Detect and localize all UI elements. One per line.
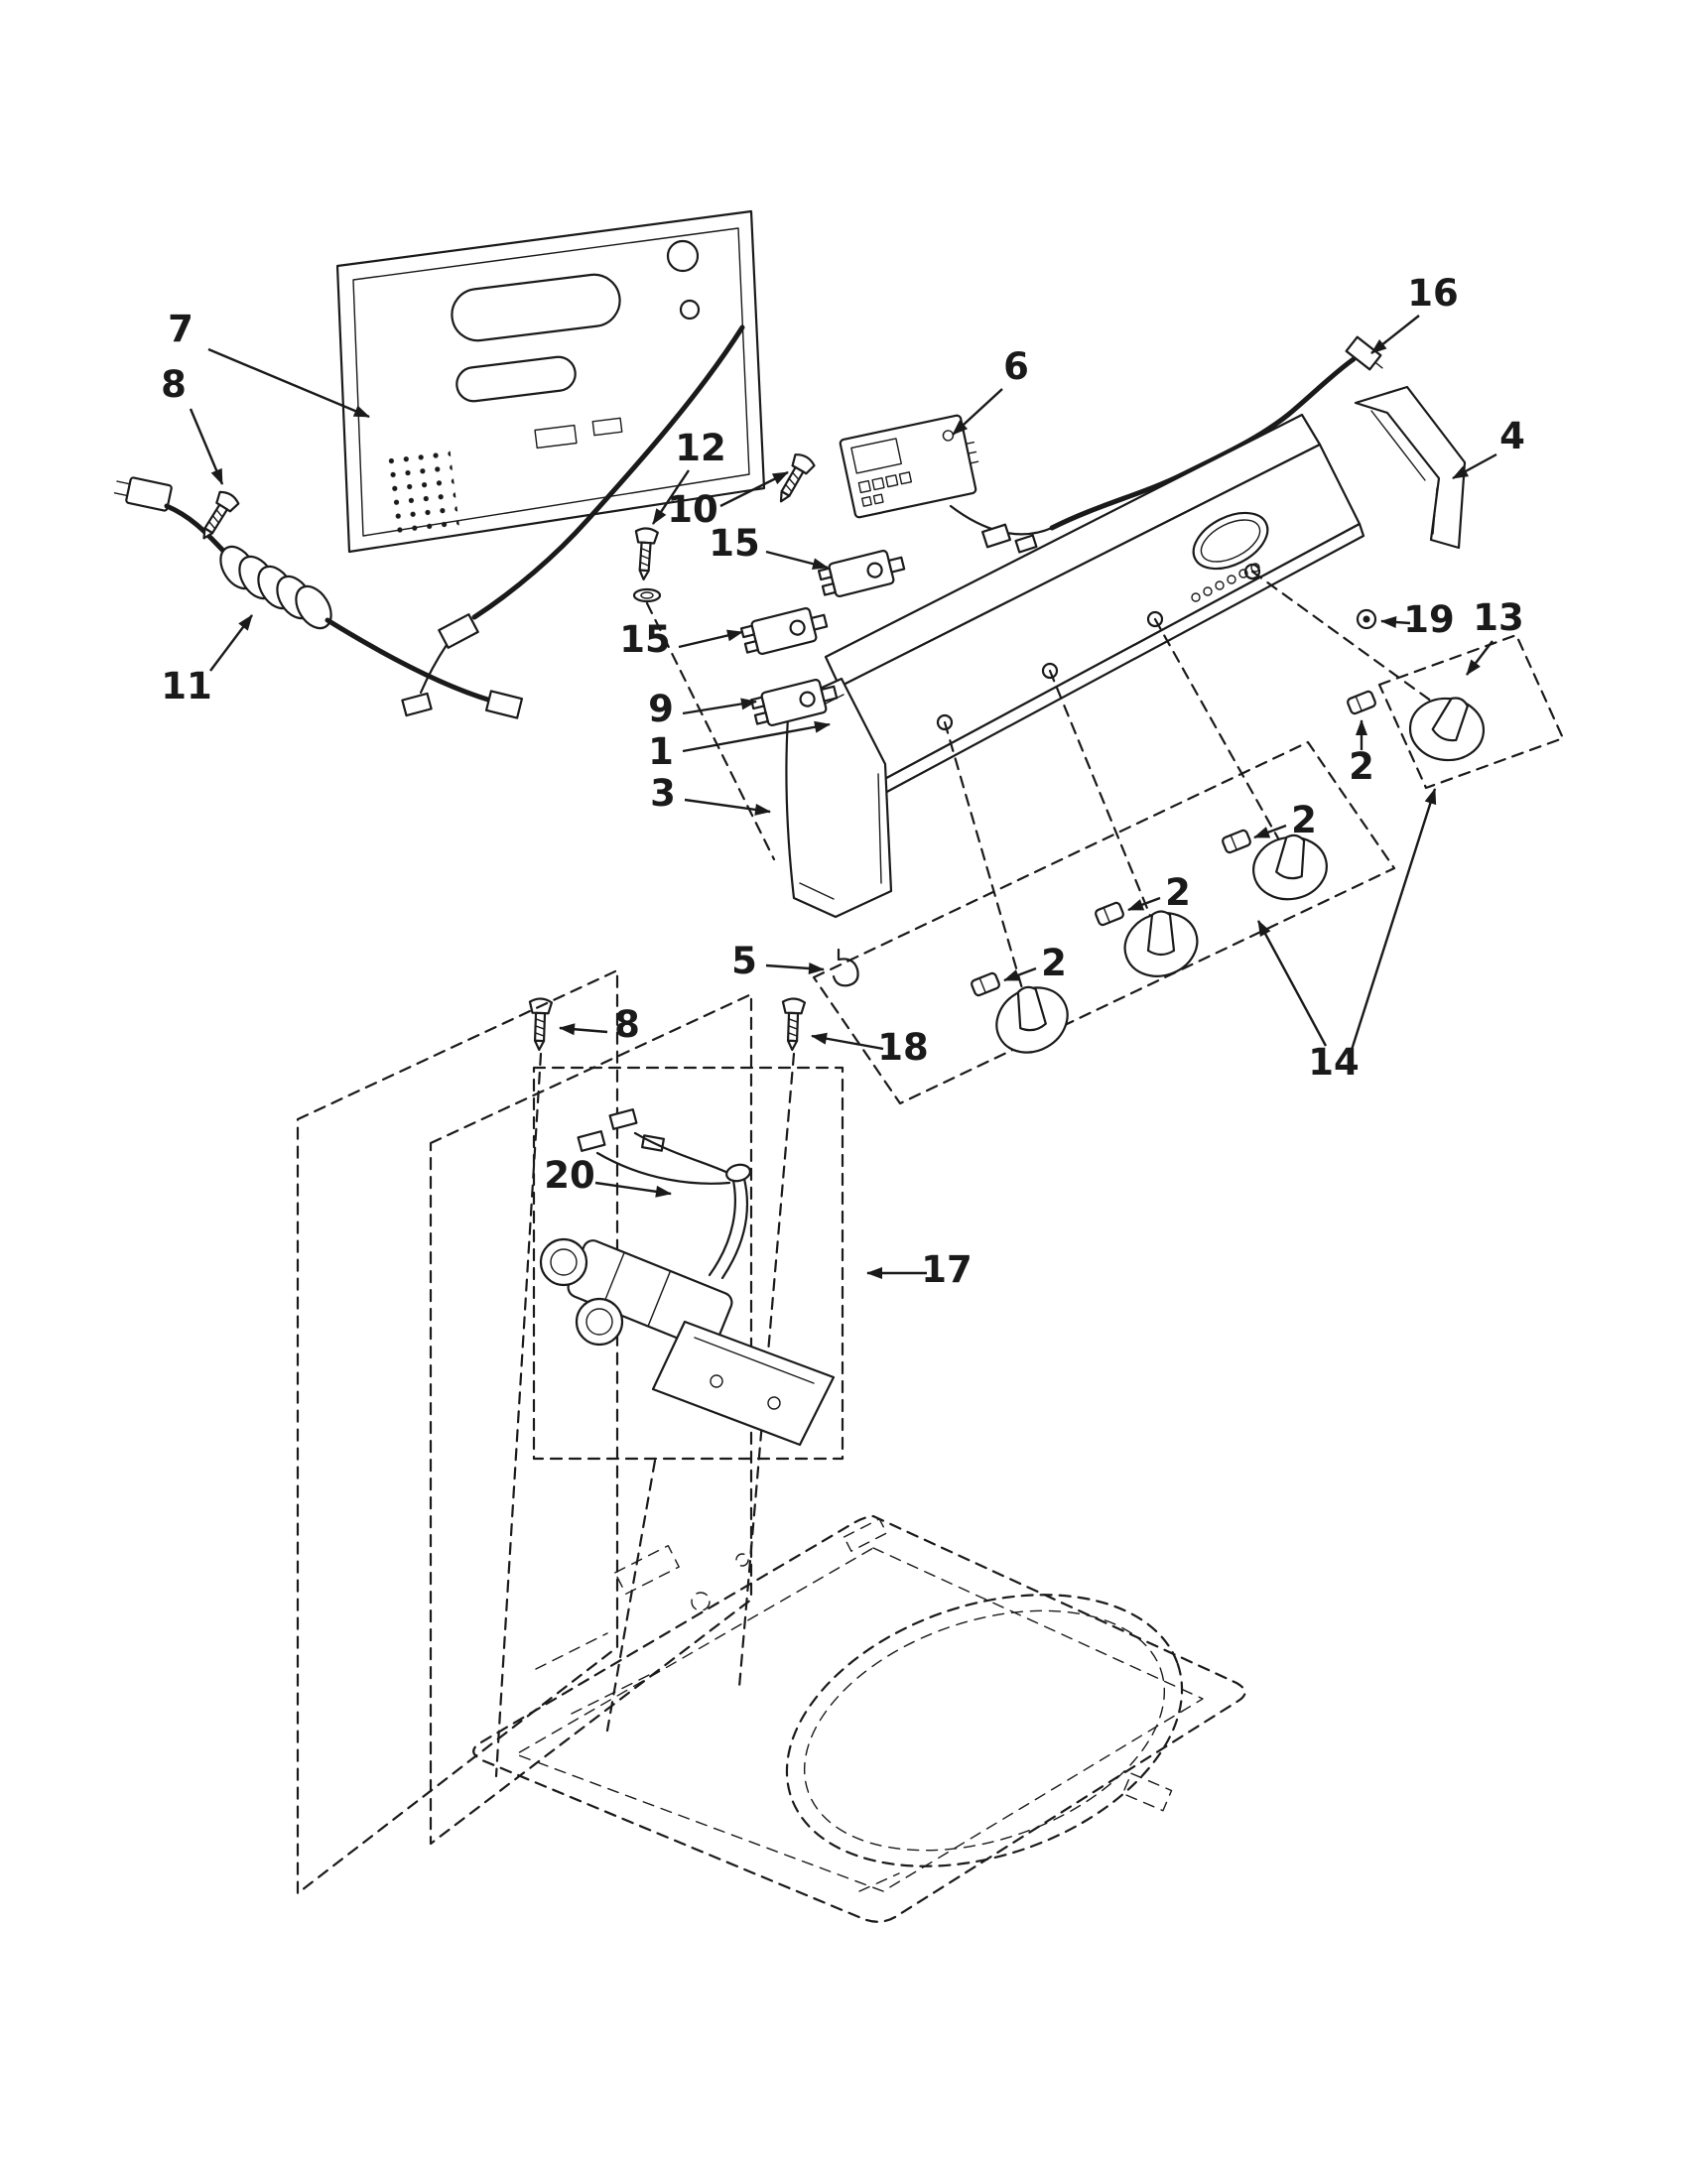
valve-bracket <box>651 1320 836 1447</box>
knob-clip-1 <box>1345 689 1378 716</box>
power-cord <box>113 476 524 719</box>
screw-18 <box>780 997 807 1052</box>
part-label-18: 18 <box>877 1026 929 1069</box>
part-label-13: 13 <box>1473 596 1524 639</box>
part-label-2-a: 2 <box>1349 745 1374 788</box>
part-label-17: 17 <box>921 1248 973 1291</box>
part-label-2-d: 2 <box>1041 942 1067 984</box>
screw-12 <box>631 526 660 581</box>
knob-clip-4 <box>969 970 1002 998</box>
console-clip <box>832 948 859 987</box>
callout-2-b: 2 <box>1253 799 1317 841</box>
knob-box-13 <box>1377 633 1565 790</box>
callout-13: 13 <box>1466 596 1524 676</box>
callout-16: 16 <box>1370 272 1459 354</box>
rear-access-panel <box>335 209 766 554</box>
control-knob-1 <box>1387 671 1506 788</box>
part-label-5: 5 <box>731 940 757 982</box>
callout-10: 10 <box>667 470 789 531</box>
callout-12: 12 <box>652 427 726 525</box>
part-label-16: 16 <box>1407 272 1459 315</box>
part-label-8-lower: 8 <box>614 1003 640 1046</box>
callout-2-d: 2 <box>1003 942 1067 984</box>
control-board <box>839 414 1054 554</box>
screw-10 <box>770 450 818 508</box>
part-label-8-top: 8 <box>161 363 187 406</box>
washer-top-panel <box>472 1514 1246 1923</box>
callout-17: 17 <box>866 1248 973 1291</box>
callout-5: 5 <box>731 940 825 982</box>
switch-2 <box>739 603 831 659</box>
timer-window <box>1192 511 1269 571</box>
knob-clip-2 <box>1220 828 1253 855</box>
part-label-2-b: 2 <box>1291 799 1317 841</box>
part-label-15-a: 15 <box>709 522 760 565</box>
part-label-10: 10 <box>667 488 718 531</box>
part-label-14: 14 <box>1308 1041 1360 1084</box>
callout-7: 7 <box>168 308 370 419</box>
valve-inlet-ports <box>539 1237 624 1347</box>
console-panel <box>824 413 1365 796</box>
part-label-4: 4 <box>1499 415 1525 457</box>
part-label-7: 7 <box>168 308 194 350</box>
part-label-15-b: 15 <box>619 618 671 661</box>
callout-20: 20 <box>544 1154 672 1198</box>
indicator-lens <box>1356 608 1377 630</box>
callout-19: 19 <box>1380 598 1455 641</box>
control-knob-3 <box>1114 902 1208 987</box>
callout-8-lower: 8 <box>559 1003 640 1046</box>
part-label-2-c: 2 <box>1165 871 1191 914</box>
part-label-1: 1 <box>648 730 674 773</box>
water-inlet-valve-assembly <box>532 1066 844 1461</box>
control-knob-2 <box>1236 818 1344 919</box>
callout-6: 6 <box>952 345 1029 436</box>
knob-group-box <box>812 740 1396 1105</box>
part-label-9: 9 <box>648 688 674 730</box>
alignment-plane-left <box>296 968 619 1895</box>
cord-coil <box>219 545 332 630</box>
callout-18: 18 <box>811 1026 929 1069</box>
indicator-dots <box>1191 563 1260 602</box>
part-label-11: 11 <box>161 665 212 707</box>
alignment-plane-right <box>429 992 753 1846</box>
right-end-cap <box>1354 385 1467 550</box>
valve-outlet-tube <box>708 1163 751 1280</box>
part-label-3: 3 <box>650 772 676 815</box>
callout-4: 4 <box>1452 415 1525 480</box>
callout-1: 1 <box>648 720 831 773</box>
valve-harness <box>577 1108 736 1185</box>
switch-1 <box>817 546 908 601</box>
callout-15-b: 15 <box>619 618 743 661</box>
callout-15-a: 15 <box>709 522 829 571</box>
callout-14: 14 <box>1256 788 1437 1084</box>
callout-2-a: 2 <box>1349 719 1374 788</box>
callout-3: 3 <box>650 772 771 816</box>
console-wire-harness <box>401 324 745 717</box>
basket-opening <box>785 1594 1184 1867</box>
part-label-20: 20 <box>544 1154 595 1197</box>
callout-2-c: 2 <box>1127 871 1191 914</box>
screw-8-top <box>194 487 242 546</box>
part-label-12: 12 <box>675 427 726 469</box>
washer-12 <box>632 587 662 603</box>
callout-8-top: 8 <box>161 363 224 485</box>
callout-9: 9 <box>648 688 757 730</box>
part-label-19: 19 <box>1403 598 1455 641</box>
part-label-6: 6 <box>1003 345 1029 388</box>
knob-clip-3 <box>1093 900 1126 928</box>
callout-11: 11 <box>161 614 253 707</box>
knob-alignment-lines <box>645 570 1441 1004</box>
